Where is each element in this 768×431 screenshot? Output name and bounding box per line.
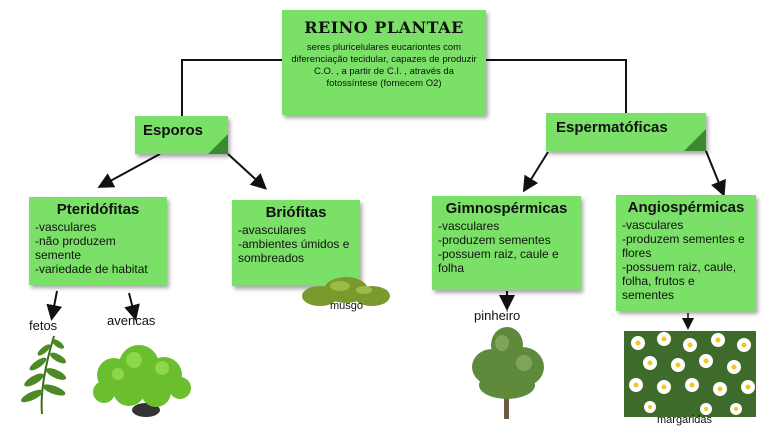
arrow-to-briofitas	[227, 153, 267, 190]
arrow-to-angiospermicas	[705, 150, 726, 197]
group-title: Angiospérmicas	[627, 199, 745, 216]
group-title: Pteridófitas	[56, 201, 140, 218]
branch-esporos-label: Esporos	[143, 122, 204, 139]
label-avencas: avencas	[107, 313, 156, 328]
pinheiro-image	[472, 327, 544, 419]
root-box: REINO PLANTAE seres pluricelulares eucar…	[282, 10, 486, 115]
group-line: -vasculares	[438, 219, 500, 233]
group-line: -ambientes úmidos e sombreados	[238, 237, 350, 265]
arrow-to-avencas	[124, 292, 140, 321]
group-line: -vasculares	[35, 220, 97, 234]
group-line: -produzem sementes	[438, 233, 551, 247]
arrow-to-fetos	[46, 290, 63, 321]
label-musgo: musgo	[330, 300, 364, 312]
group-line: -avasculares	[238, 223, 307, 237]
fern-image	[20, 335, 67, 415]
group-line: -vasculares	[622, 218, 684, 232]
group-line: -possuem raiz, caule e folha	[438, 247, 559, 275]
connector-root-esporos	[181, 59, 282, 116]
branch-espermatoficas-label: Espermatóficas	[556, 119, 668, 136]
root-title: REINO PLANTAE	[304, 18, 464, 37]
arrow-to-gimnospermicas	[522, 151, 549, 193]
group-angiospermicas: Angiospérmicas -vasculares -produzem sem…	[616, 195, 756, 311]
group-line: -possuem raiz, caule, folha, frutos e se…	[622, 260, 737, 302]
avencas-image	[93, 345, 191, 417]
group-gimnospermicas: Gimnospérmicas -vasculares -produzem sem…	[432, 196, 581, 290]
musgo-image	[302, 277, 390, 306]
group-title: Gimnospérmicas	[445, 200, 568, 217]
branch-espermatoficas: Espermatóficas	[546, 113, 706, 151]
label-fetos: fetos	[29, 318, 58, 333]
group-line: -produzem sementes e flores	[622, 232, 745, 260]
label-margaridas: margaridas	[657, 414, 713, 426]
label-pinheiro: pinheiro	[474, 308, 521, 323]
group-line: -não produzem semente	[35, 234, 116, 262]
group-title: Briófitas	[265, 204, 327, 221]
connector-root-espermatoficas	[486, 59, 627, 113]
group-line: -variedade de habitat	[35, 262, 148, 276]
group-briofitas: Briófitas -avasculares -ambientes úmidos…	[232, 200, 360, 286]
arrow-to-pteridofitas	[97, 153, 161, 188]
branch-esporos: Esporos	[135, 116, 228, 154]
fold-corner	[208, 134, 228, 154]
margaridas-image	[624, 331, 756, 417]
group-pteridofitas: Pteridófitas -vasculares -não produzem s…	[29, 197, 167, 285]
fold-corner	[684, 129, 706, 151]
root-description: seres pluricelulares eucariontes com dif…	[291, 42, 477, 89]
